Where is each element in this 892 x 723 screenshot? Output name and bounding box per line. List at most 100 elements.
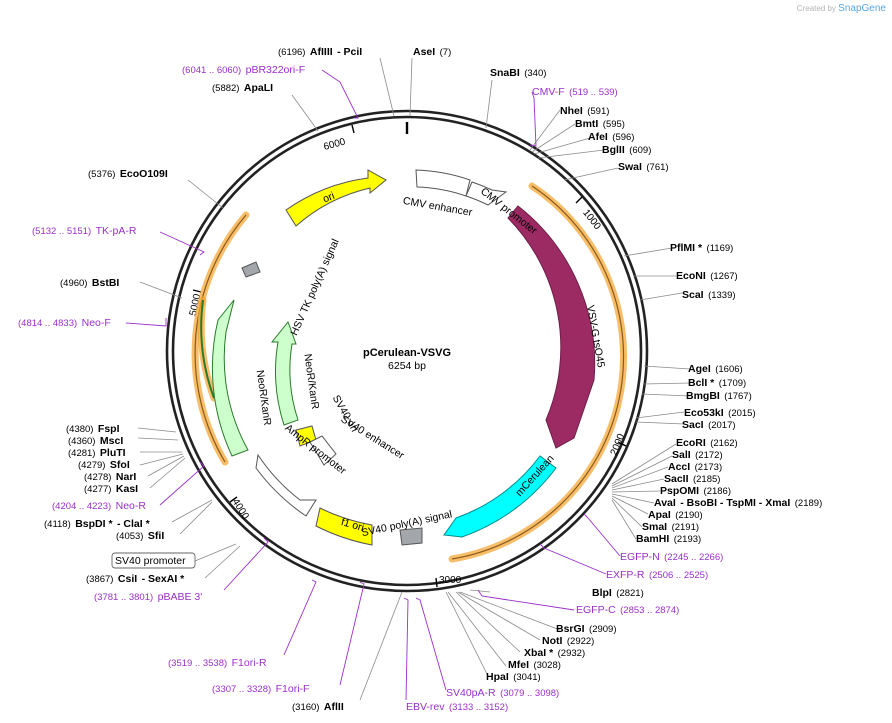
feature-hsvtk	[241, 261, 261, 278]
site-ecori: EcoRI (2162)	[676, 433, 738, 450]
site-kasi: (4277) KasI	[84, 479, 138, 496]
label-ampr-promoter: AmpR promoter	[283, 422, 349, 477]
primer-neo-r: (4204 .. 4223) Neo-R	[52, 496, 146, 513]
backbone-inner	[171, 115, 643, 587]
site-aflii: (3160) AflII	[292, 697, 344, 714]
feature-vsvg	[507, 205, 596, 449]
snapgene-brand: Created by SnapGene	[797, 3, 886, 14]
site-sfii: (4053) SfiI	[116, 526, 164, 543]
tick-label-6000: 6000	[322, 136, 347, 152]
site-eco53ki: Eco53kI (2015)	[684, 403, 756, 420]
site-nhei: NheI (591)	[560, 101, 609, 118]
site-bglii: BglII (609)	[602, 140, 651, 157]
site-noti: NotI (2922)	[542, 631, 594, 648]
sv40-promoter-box-label: SV40 promoter	[115, 555, 186, 567]
site-bspdi: (4118) BspDI * - ClaI *	[44, 514, 151, 531]
feature-cmv-promoter	[465, 181, 508, 206]
primer-f1ori-r: (3519 .. 3538) F1ori-R	[168, 653, 267, 670]
tick-mark-1000	[575, 196, 583, 204]
label-cmv-enhancer: CMV enhancer	[402, 195, 474, 219]
site-csii: (3867) CsiI - SexAI *	[86, 569, 185, 586]
primer-exfp-r: EXFP-R (2506 .. 2525)	[606, 565, 708, 582]
site-bmgbi: BmgBI (1767)	[686, 386, 752, 403]
site-afliii: (6196) AfIIII - PciI	[278, 42, 362, 59]
feature-neor-outer	[211, 299, 249, 457]
site-saci: SacI (2017)	[682, 415, 736, 432]
feature-cmv-enhancer	[415, 169, 471, 197]
primer-cmv-f: CMV-F (519 .. 539)	[532, 82, 618, 99]
features	[211, 169, 596, 546]
feature-labels: CMV enhancer CMV promoter VSV-G tsO45 mC…	[254, 185, 607, 539]
tick-label-4000: 4000	[230, 497, 251, 522]
site-acci: AccI (2173)	[668, 457, 722, 474]
orf-line-left-inner	[200, 299, 215, 399]
orf-line-left-outer	[194, 214, 247, 463]
label-ori: ori	[321, 190, 336, 205]
site-nari: (4278) NarI	[84, 467, 136, 484]
tick-label-3000: 3000	[439, 575, 462, 586]
orf-line-right	[451, 185, 625, 560]
primer-pbr322ori-f: (6041 .. 6060) pBR322ori-F	[182, 60, 305, 77]
site-pluti: (4281) PluTI	[68, 443, 126, 460]
primer-leaders	[125, 69, 621, 701]
backbone-outer	[165, 109, 649, 593]
primer-egfp-n: EGFP-N (2245 .. 2266)	[620, 547, 723, 564]
site-bmti: BmtI (595)	[575, 114, 625, 131]
site-blpi: BlpI (2821)	[592, 583, 644, 600]
site-ecoo109i: (5376) EcoO109I	[88, 164, 168, 181]
primer-ebv-rev: EBV-rev (3133 .. 3152)	[406, 697, 508, 714]
feature-mcerulean	[443, 455, 557, 538]
label-neor-inner: NeoR/KanR	[301, 353, 321, 411]
label-neor-outer: NeoR/KanR	[254, 369, 274, 427]
label-sv40-enhancer: SV40 enhancer	[339, 413, 407, 462]
feature-ampr-promoter	[255, 453, 317, 517]
sv40-promoter-box: SV40 promoter	[111, 543, 237, 569]
feature-f1ori	[315, 507, 373, 546]
site-sfoi: (4279) SfoI	[78, 455, 130, 472]
sv40-promoter-box-frame	[111, 552, 196, 569]
site-scai: ScaI (1339)	[682, 285, 736, 302]
site-bamhi: BamHI (2193)	[636, 529, 701, 546]
site-afei: AfeI (596)	[588, 127, 634, 144]
label-cmv-promoter: CMV promoter	[478, 185, 540, 237]
site-apali: (5882) ApaLI	[212, 78, 273, 95]
feature-ori	[285, 169, 387, 227]
site-fspi: (4380) FspI	[66, 419, 120, 436]
primer-tk-pa-r: (5132 .. 5151) TK-pA-R	[32, 221, 137, 238]
site-apai: ApaI (2190)	[648, 505, 703, 522]
orf-arcs	[191, 182, 628, 563]
site-econi: EcoNI (1267)	[676, 266, 738, 283]
tick-mark-4000	[229, 496, 238, 503]
brand-prefix: Created by	[796, 4, 836, 13]
site-pflmi: PflMI * (1169)	[670, 238, 733, 255]
feature-neor-inner	[270, 320, 299, 426]
site-pspomi: PspOMI (2186)	[660, 481, 731, 498]
feature-sv40pa	[399, 527, 423, 546]
site-xbai: XbaI * (2932)	[524, 643, 585, 660]
primer-pbabe3: (3781 .. 3801) pBABE 3'	[94, 587, 202, 604]
site-bstbi: (4960) BstBI	[60, 273, 119, 290]
primer-f1ori-f: (3307 .. 3328) F1ori-F	[212, 679, 309, 696]
feature-sv40-enhancer	[309, 435, 337, 466]
tick-mark-2000	[617, 441, 627, 447]
label-hsvtk: HSV TK poly(A) signal	[288, 237, 341, 337]
site-leaders	[137, 57, 691, 701]
tick-mark-5000	[192, 289, 202, 293]
tick-mark-6000	[351, 124, 355, 134]
brand-name: SnapGene	[838, 3, 886, 14]
site-labels: (6196) AfIIII - PciI AseI (7) (5882) Apa…	[44, 42, 822, 714]
primer-neo-f: (4814 .. 4833) Neo-F	[18, 313, 111, 330]
site-sacii: SacII (2185)	[664, 469, 720, 486]
site-asei: AseI (7)	[413, 42, 451, 59]
primer-sv40pa-r: SV40pA-R (3079 .. 3098)	[446, 683, 559, 700]
site-sali: SalI (2172)	[672, 445, 723, 462]
plasmid-length: 6254 bp	[388, 360, 426, 372]
site-mfei: MfeI (3028)	[508, 655, 561, 672]
primer-labels: (6041 .. 6060) pBR322ori-F CMV-F (519 ..…	[18, 60, 723, 714]
plasmid-name: pCerulean-VSVG	[363, 347, 451, 359]
site-bsrgi: BsrGI (2909)	[556, 619, 617, 636]
tick-mark-3000	[435, 577, 438, 588]
tick-label-1000: 1000	[580, 208, 603, 233]
site-swai: SwaI (761)	[618, 157, 669, 174]
